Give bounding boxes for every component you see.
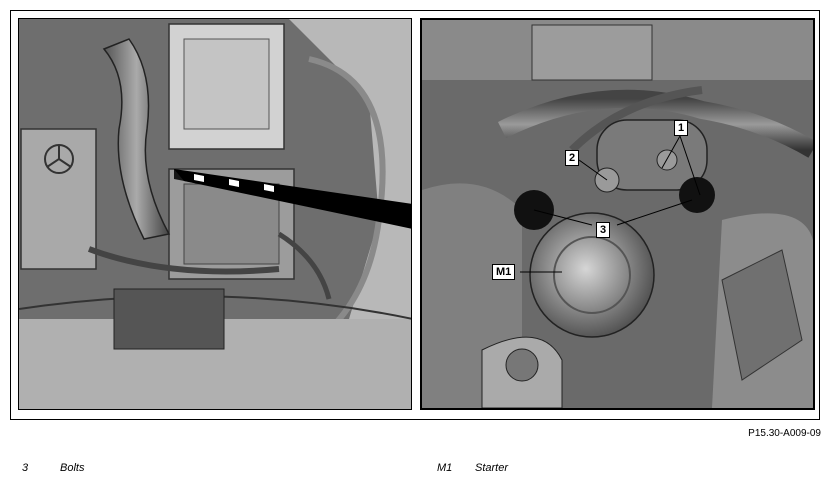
engine-bay-overview-illustration bbox=[18, 18, 412, 410]
legend-item-starter: M1 Starter bbox=[437, 462, 508, 474]
callout-1: 1 bbox=[674, 120, 689, 136]
callout-3: 3 bbox=[596, 222, 611, 238]
callout-m1: M1 bbox=[492, 264, 516, 280]
legend-text: Starter bbox=[475, 462, 509, 474]
engine-bay-drawing bbox=[19, 19, 411, 409]
legend-item-bolts: 3 Bolts bbox=[22, 462, 84, 474]
starter-detail-illustration: 1 2 3 M1 bbox=[420, 18, 815, 410]
legend-number: M1 bbox=[437, 462, 453, 474]
legend-text: Bolts bbox=[60, 462, 85, 474]
legend-number: 3 bbox=[22, 462, 29, 474]
figure-reference-code: P15.30-A009-09 bbox=[748, 428, 821, 439]
callout-2: 2 bbox=[565, 150, 580, 166]
starter-detail-drawing bbox=[422, 20, 813, 408]
